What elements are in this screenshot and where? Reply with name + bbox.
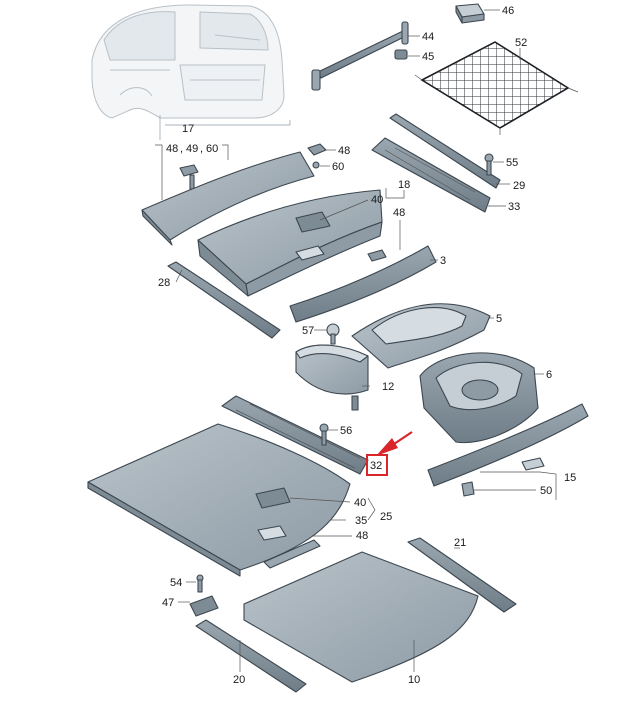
part-54-screw: [196, 574, 204, 593]
part-10-mat: [243, 551, 479, 683]
part-45-clip: [394, 49, 408, 60]
comma-1: ,: [180, 143, 183, 155]
part-60-screw-upper: [312, 161, 320, 169]
label-49: 49: [186, 143, 198, 155]
part-52-cargo-net: [414, 41, 579, 135]
part-25-floor: [87, 423, 351, 577]
leader-lines: [175, 9, 557, 672]
part-57-clip: [326, 323, 340, 345]
label-25: 25: [380, 511, 392, 523]
part-33-rail: [371, 137, 491, 213]
label-18: 18: [398, 179, 410, 191]
part-6-well: [419, 352, 539, 444]
part-12-bin: [295, 344, 369, 411]
label-48-18: 48: [393, 207, 405, 219]
label-20: 20: [233, 674, 245, 686]
label-3: 3: [440, 255, 446, 267]
label-15: 15: [564, 472, 576, 484]
label-55: 55: [506, 157, 518, 169]
part-28-trim: [167, 261, 281, 339]
part-17-board: [141, 151, 315, 246]
part-56-screw: [319, 423, 329, 446]
label-17: 17: [182, 123, 194, 135]
label-48-upper: 48: [338, 145, 350, 157]
label-45: 45: [422, 51, 434, 63]
label-56: 56: [340, 425, 352, 437]
part-labels: 44 45 46 52 55 29 33 17 48 , 49 , 60 48 …: [158, 5, 576, 686]
label-54: 54: [170, 577, 182, 589]
part-15-trim: [427, 403, 589, 487]
part-35-strap: [263, 539, 321, 569]
label-21: 21: [454, 537, 466, 549]
label-60-upper: 60: [332, 161, 344, 173]
highlight-marker: [366, 431, 413, 476]
label-6: 6: [546, 369, 552, 381]
vehicle-outline: [91, 4, 285, 119]
part-21-strip: [407, 537, 517, 613]
label-33: 33: [508, 201, 520, 213]
label-48-lower: 48: [356, 530, 368, 542]
leader-17-group: [155, 115, 291, 200]
label-46: 46: [502, 5, 514, 17]
label-44: 44: [422, 31, 434, 43]
label-5: 5: [496, 313, 502, 325]
label-60-17: 60: [206, 143, 218, 155]
part-46-box: [455, 3, 485, 24]
part-48-clip-upper: [307, 143, 327, 156]
part-47-bracket: [189, 595, 219, 617]
part-29-rail: [389, 113, 501, 189]
label-10: 10: [408, 674, 420, 686]
label-32: 32: [370, 460, 382, 472]
part-48-clip-left: [179, 164, 199, 190]
part-50-clip: [461, 481, 475, 497]
part-3-trim: [289, 245, 437, 323]
label-12: 12: [382, 381, 394, 393]
comma-2: ,: [200, 143, 203, 155]
label-52: 52: [515, 37, 527, 49]
label-47: 47: [162, 597, 174, 609]
label-48-17: 48: [166, 143, 178, 155]
label-50: 50: [540, 485, 552, 497]
part-55-screw: [484, 153, 494, 176]
part-5-tray: [351, 303, 491, 369]
part-44-rod: [311, 21, 409, 91]
part-48-clip-right: [367, 249, 387, 262]
label-28: 28: [158, 277, 170, 289]
label-29: 29: [513, 180, 525, 192]
part-20-strip: [195, 619, 307, 693]
label-40-lower: 40: [354, 497, 366, 509]
label-40-upper: 40: [371, 194, 383, 206]
label-57: 57: [302, 325, 314, 337]
label-35: 35: [355, 515, 367, 527]
